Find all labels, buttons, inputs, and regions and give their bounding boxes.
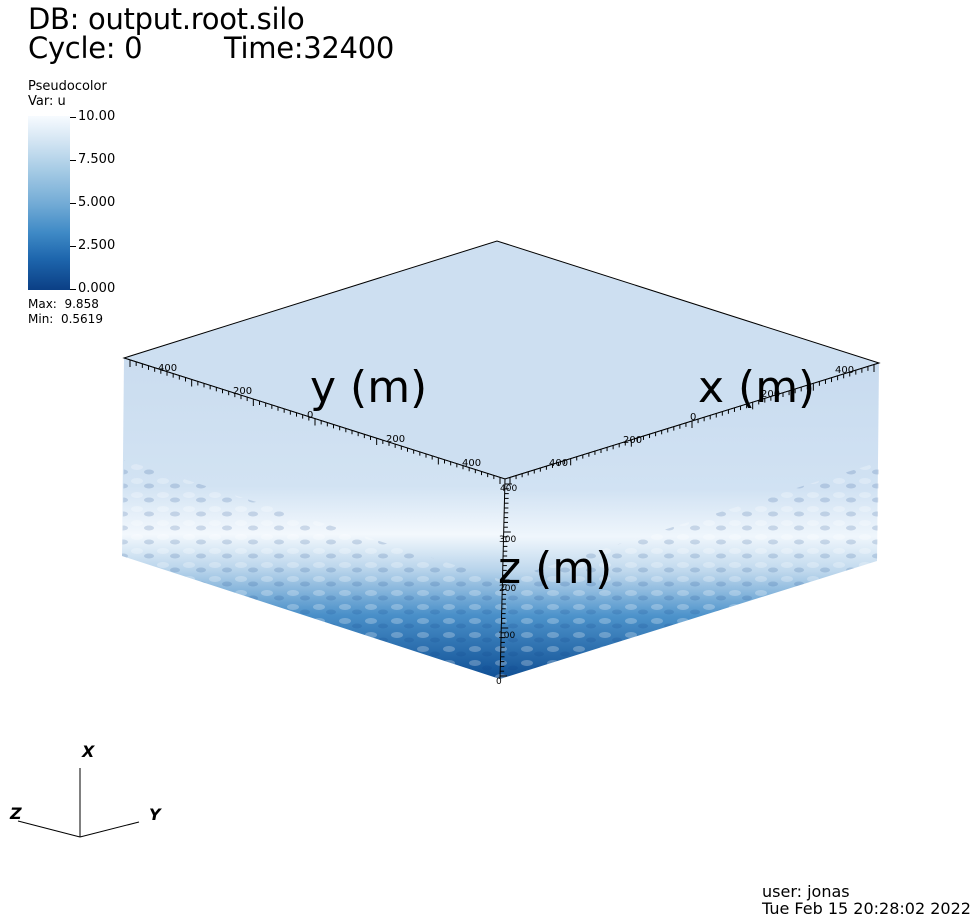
z-tick-label: 200: [499, 584, 516, 594]
database-label: DB: output.root.silo: [28, 2, 305, 36]
x-tick-label: 0: [690, 412, 696, 423]
colorbar-tick-label: 2.500: [78, 238, 116, 253]
triad-y-label: Y: [149, 805, 161, 824]
colorbar-tick-label: 0.000: [78, 281, 116, 296]
user-label: user: jonas: [762, 882, 850, 901]
legend-variable: Var: u: [28, 94, 66, 109]
colorbar-tick-label: 10.00: [78, 109, 116, 124]
y-tick-label: 400: [462, 458, 481, 469]
z-axis-ticks: [500, 483, 512, 677]
y-axis-ticks: [129, 360, 501, 484]
x-tick-label: 400: [549, 458, 568, 469]
z-tick-label: 400: [500, 484, 517, 494]
colorbar-tick: [70, 117, 76, 118]
legend-plot-type: Pseudocolor: [28, 79, 107, 94]
x-axis-title: x (m): [698, 362, 816, 413]
colorbar-tick: [70, 289, 76, 290]
x-tick-label: 400: [835, 365, 854, 376]
x-tick-label: 200: [623, 435, 642, 446]
x-axis-ticks: [509, 365, 875, 484]
y-axis-title: y (m): [310, 362, 428, 413]
cycle-label: Cycle: 0: [28, 31, 143, 65]
y-tick-label: 0: [307, 410, 313, 421]
legend-max-value: Max: 9.858: [28, 297, 99, 311]
date-label: Tue Feb 15 20:28:02 2022: [762, 899, 971, 918]
colorbar-tick: [70, 246, 76, 247]
z-tick-label: 0: [496, 677, 502, 687]
orientation-triad: [17, 768, 140, 838]
time-label: Time:32400: [224, 31, 394, 65]
triad-z-label: Z: [10, 804, 22, 823]
y-tick-label: 200: [386, 434, 405, 445]
colorbar-tick: [70, 203, 76, 204]
z-tick-label: 300: [499, 535, 516, 545]
z-axis-title: z (m): [498, 543, 613, 594]
y-tick-label: 400: [158, 363, 177, 374]
colorbar-tick-label: 5.000: [78, 195, 116, 210]
x-tick-label: 200: [761, 389, 780, 400]
colorbar: [28, 116, 70, 290]
z-tick-label: 100: [498, 631, 515, 641]
colorbar-tick-label: 7.500: [78, 152, 116, 167]
triad-x-label: X: [82, 742, 95, 761]
y-tick-label: 200: [233, 386, 252, 397]
legend-min-value: Min: 0.5619: [28, 312, 103, 326]
colorbar-tick: [70, 160, 76, 161]
